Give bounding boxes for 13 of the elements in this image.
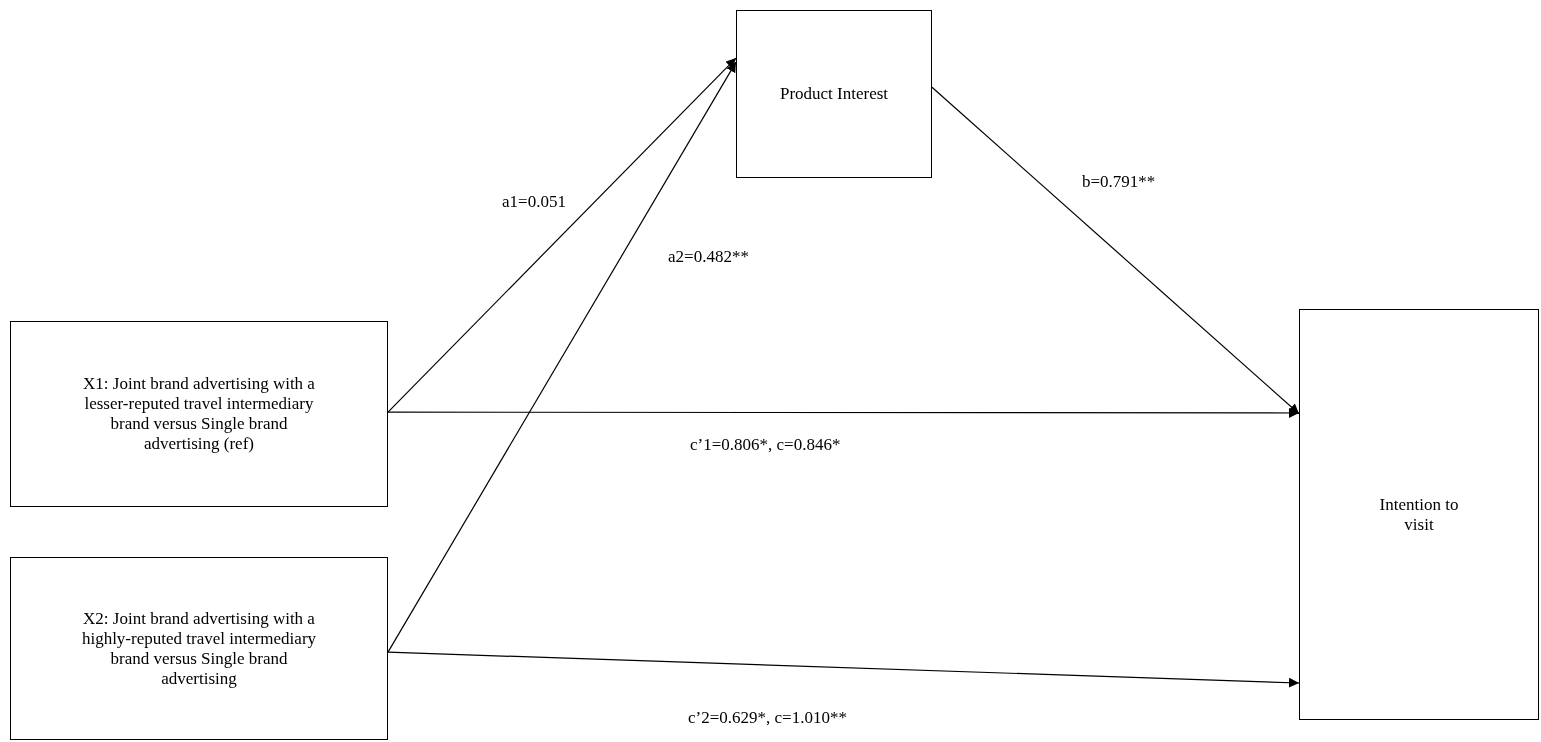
arrow	[387, 651, 1300, 688]
arrow	[387, 61, 737, 653]
variable-box	[1299, 309, 1539, 720]
box-label: X2: Joint brand advertising with a highly-reputed travel intermediary brand versus Single brand advertising	[81, 608, 317, 689]
variable-box	[10, 557, 388, 740]
box-label: Intention to visit	[1378, 494, 1460, 535]
box-label: X1: Joint brand advertising with a lesser-reputed travel intermediary brand versus Single brand advertising (ref)	[82, 374, 316, 454]
box-label: Product Interest	[779, 84, 889, 104]
arrow	[387, 57, 737, 413]
arrow	[387, 407, 1300, 418]
arrow	[931, 86, 1300, 415]
variable-box	[736, 10, 932, 178]
variable-box	[10, 321, 388, 507]
